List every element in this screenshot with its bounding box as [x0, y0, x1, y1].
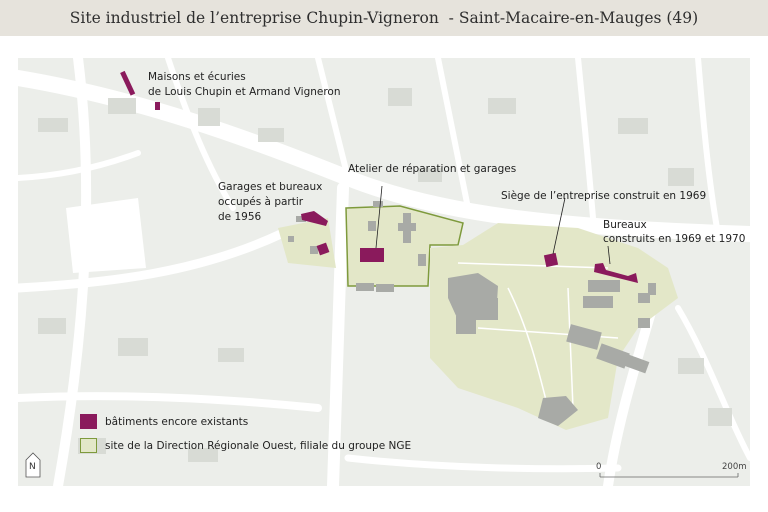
- legend-swatch-buildings: [80, 414, 97, 429]
- map-area: [18, 58, 750, 486]
- building-maisons-annexe: [155, 102, 160, 110]
- label-bureaux-line2: construits en 1969 et 1970: [603, 233, 746, 245]
- building-bureaux: [594, 263, 638, 283]
- building-garages-small: [316, 242, 330, 256]
- scale-label-end: 200m: [722, 462, 747, 472]
- legend-item-site: site de la Direction Régionale Ouest, fi…: [80, 438, 411, 453]
- legend-item-buildings: bâtiments encore existants: [80, 414, 248, 429]
- scale-label-start: 0: [596, 462, 602, 472]
- label-garages-line2: occupés à partir: [218, 196, 304, 208]
- label-maisons-line2: de Louis Chupin et Armand Vigneron: [148, 86, 341, 98]
- label-maisons-line1: Maisons et écuries: [148, 71, 246, 83]
- legend-swatch-site: [80, 438, 97, 453]
- open-square: [66, 198, 146, 273]
- building-siege: [543, 252, 559, 268]
- leader-lines: [375, 185, 611, 265]
- label-bureaux-line1: Bureaux: [603, 219, 647, 231]
- building-atelier: [360, 248, 384, 262]
- label-siege: Siège de l’entreprise construit en 1969: [501, 190, 707, 202]
- scale-bar: [599, 473, 739, 478]
- label-garages-line3: de 1956: [218, 211, 262, 223]
- label-atelier: Atelier de réparation et garages: [348, 163, 517, 175]
- urban-buildings: [38, 88, 732, 462]
- title-bar: Site industriel de l’entreprise Chupin-V…: [0, 0, 768, 36]
- map-title: Site industriel de l’entreprise Chupin-V…: [69, 9, 699, 27]
- existing-buildings: [120, 70, 638, 283]
- building-garages-bureaux: [301, 211, 328, 226]
- legend-label-site: site de la Direction Régionale Ouest, fi…: [105, 439, 412, 452]
- label-garages-line1: Garages et bureaux: [218, 181, 323, 193]
- north-label: N: [29, 462, 36, 472]
- north-arrow-icon: [25, 452, 41, 478]
- legend-label-buildings: bâtiments encore existants: [105, 415, 249, 428]
- building-maisons-ecuries: [120, 70, 136, 96]
- site-area-garages: [278, 218, 336, 268]
- other-buildings: [288, 201, 656, 426]
